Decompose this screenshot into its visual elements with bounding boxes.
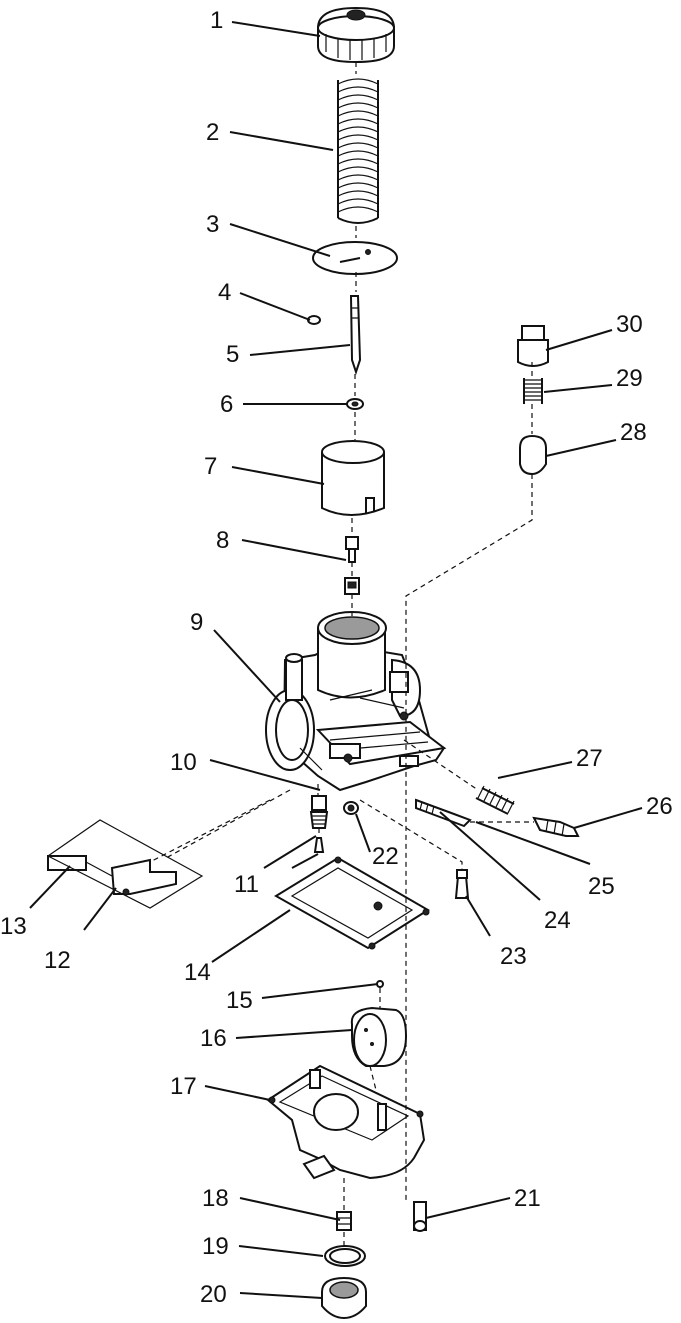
part-retainer-plate <box>312 241 398 275</box>
alignment-lines <box>47 62 534 1246</box>
part-top-cap <box>317 6 395 64</box>
part-needle <box>349 295 362 376</box>
part-adjust-screw-small <box>454 869 470 899</box>
part-float-bowl-gasket <box>274 856 430 950</box>
part-carburetor-body <box>265 611 447 792</box>
part-cable-adjuster <box>517 325 549 476</box>
callout-23: 23 <box>500 943 527 970</box>
callout-10: 10 <box>170 749 197 776</box>
callout-7: 7 <box>204 453 217 480</box>
callout-21: 21 <box>514 1185 541 1212</box>
part-small-seal <box>343 801 359 815</box>
leader-lines <box>29 21 643 1299</box>
part-idle-spring <box>475 785 515 815</box>
callout-28: 28 <box>620 419 647 446</box>
part-float <box>350 1006 408 1067</box>
callout-6: 6 <box>220 391 233 418</box>
callout-27: 27 <box>576 745 603 772</box>
callout-30: 30 <box>616 311 643 338</box>
callout-17: 17 <box>170 1073 197 1100</box>
part-needle-jet <box>344 536 360 595</box>
part-main-jet <box>336 1211 352 1231</box>
callout-labels: 1 2 3 4 5 6 7 8 9 10 11 12 13 14 15 16 1… <box>0 7 673 1308</box>
part-throttle-valve <box>321 440 385 516</box>
callout-9: 9 <box>190 609 203 636</box>
callout-2: 2 <box>206 119 219 146</box>
part-washer <box>346 398 364 410</box>
callout-29: 29 <box>616 365 643 392</box>
callout-4: 4 <box>218 279 231 306</box>
callout-20: 20 <box>200 1281 227 1308</box>
callout-18: 18 <box>202 1185 229 1212</box>
callout-8: 8 <box>216 527 229 554</box>
callout-1: 1 <box>210 7 223 34</box>
callout-5: 5 <box>226 341 239 368</box>
callout-12: 12 <box>44 947 71 974</box>
part-air-screw <box>532 816 580 837</box>
part-spring <box>337 78 379 224</box>
callout-24: 24 <box>544 907 571 934</box>
part-idle-screw <box>415 798 472 828</box>
part-drain-plug <box>321 1276 367 1320</box>
callout-25: 25 <box>588 873 615 900</box>
callout-11: 11 <box>234 871 259 898</box>
part-linkage-bracket <box>47 855 177 896</box>
callout-19: 19 <box>202 1233 229 1260</box>
callout-22: 22 <box>372 843 399 870</box>
callout-14: 14 <box>184 959 211 986</box>
part-pilot-jet <box>309 795 329 853</box>
part-float-bowl <box>266 1064 426 1180</box>
part-o-ring <box>324 1245 366 1267</box>
callout-16: 16 <box>200 1025 227 1052</box>
callout-3: 3 <box>206 211 219 238</box>
part-drain-fitting <box>413 1201 427 1232</box>
callout-15: 15 <box>226 987 253 1014</box>
callout-13: 13 <box>0 913 27 940</box>
callout-26: 26 <box>646 793 673 820</box>
